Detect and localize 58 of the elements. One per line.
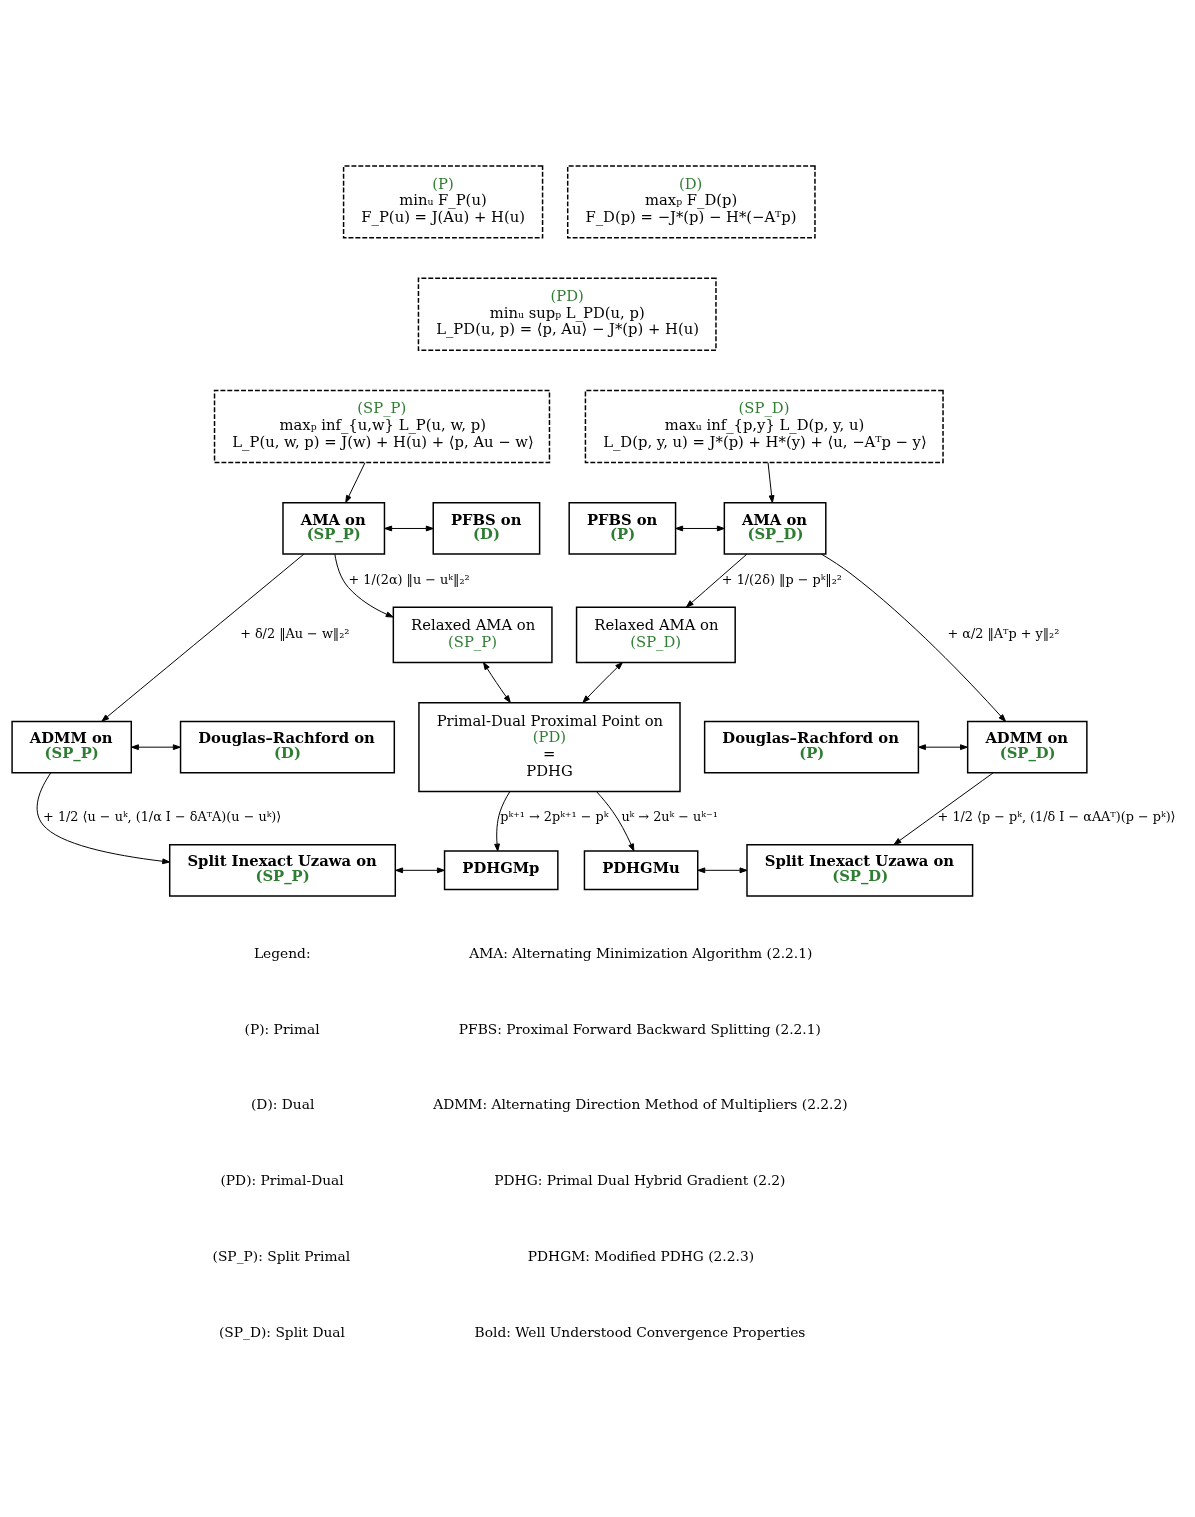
node-box: PDHGMp (443, 850, 559, 891)
node-box: Relaxed AMA on (SP_D) (575, 606, 736, 664)
node-box: Douglas–Rachford on (P) (703, 720, 920, 774)
label: PDHG: Primal Dual Hybrid Gradient (2.2) (494, 1172, 786, 1189)
label: (SP_D): Split Dual (218, 1323, 345, 1340)
node-box: AMA on (SP_P) (282, 502, 386, 555)
node-box: Relaxed AMA on (SP_P) (392, 606, 553, 664)
arrow (582, 662, 623, 703)
node-box: (SP_P) maxₚ inf_{u,w} L_P(u, w, p) L_P(u, w, p) = J(w) + H(u) + ⟨p, Au − w⟩ (213, 389, 551, 464)
node-box: PFBS on (P) (568, 502, 677, 555)
label: (PD): Primal-Dual (220, 1172, 344, 1189)
arrow (685, 553, 748, 608)
arrow (345, 462, 366, 504)
node-box: (D) maxₚ F_D(p) F_D(p) = −J*(p) − H*(−Aᵀp) (566, 165, 816, 239)
edge-label: + 1/(2α) ‖u − uᵏ‖₂² (348, 572, 470, 588)
node-box: (PD) minᵤ supₚ L_PD(u, p) L_PD(u, p) = ⟨p, Au⟩ − J*(p) + H(u) (417, 277, 717, 351)
node-box: ADMM on (SP_P) (11, 720, 132, 774)
node-box: Douglas–Rachford on (D) (179, 720, 396, 774)
arrow (131, 744, 181, 751)
label: (D): Dual (250, 1096, 315, 1113)
node-box: (SP_D) maxᵤ inf_{p,y} L_D(p, y, u) L_D(p, y, u) = J*(p) + H*(y) + ⟨u, −Aᵀp − y⟩ (584, 389, 944, 464)
arrow (334, 553, 394, 618)
arrow (483, 662, 511, 703)
node-box: Split Inexact Uzawa on (SP_P) (168, 843, 397, 897)
arrow (821, 553, 1007, 722)
label: ADMM: Alternating Direction Method of Multipliers (2.2.2) (433, 1096, 848, 1113)
edge-label: pᵏ⁺¹ → 2pᵏ⁺¹ − pᵏ (500, 809, 609, 825)
edge-label: uᵏ → 2uᵏ − uᵏ⁻¹ (621, 809, 718, 825)
node-box: PFBS on (D) (432, 502, 541, 555)
node-box: Primal-Dual Proximal Point on (PD) = PDHG (418, 702, 681, 793)
label: (P): Primal (244, 1020, 320, 1037)
arrow (675, 525, 725, 532)
label: AMA: Alternating Minimization Algorithm (2.2.1) (469, 944, 813, 961)
label: Legend: (253, 944, 311, 961)
node-box: PDHGMu (583, 850, 699, 891)
arrow (101, 553, 305, 722)
edge-label: + 1/2 ⟨p − pᵏ, (1/δ I − αAAᵀ)(p − pᵏ)⟩ (937, 809, 1176, 825)
edge-label: + 1/2 ⟨u − uᵏ, (1/α I − δAᵀA)(u − uᵏ)⟩ (43, 809, 282, 825)
arrow (494, 791, 511, 852)
node-box: AMA on (SP_D) (723, 502, 827, 555)
label: PDHGM: Modified PDHG (2.2.3) (527, 1248, 755, 1265)
arrow (384, 525, 434, 532)
arrow (697, 867, 748, 874)
label: PFBS: Proximal Forward Backward Splitting (2.2.1) (458, 1020, 821, 1037)
arrow (767, 462, 775, 504)
arrow (596, 791, 635, 852)
label: Bold: Well Understood Convergence Properties (474, 1323, 806, 1340)
node-box: ADMM on (SP_D) (966, 720, 1088, 774)
arrow (893, 772, 994, 846)
edge-label: + δ/2 ‖Au − w‖₂² (240, 626, 350, 642)
node-box: Split Inexact Uzawa on (SP_D) (746, 843, 974, 897)
label: (SP_P): Split Primal (212, 1248, 351, 1265)
arrow (36, 772, 171, 865)
edge-label: + α/2 ‖Aᵀp + y‖₂² (947, 626, 1060, 642)
edge-label: + 1/(2δ) ‖p − pᵏ‖₂² (721, 572, 842, 588)
arrow (918, 744, 968, 751)
arrow (395, 867, 445, 874)
node-box: (P) minᵤ F_P(u) F_P(u) = J(Au) + H(u) (342, 165, 544, 239)
